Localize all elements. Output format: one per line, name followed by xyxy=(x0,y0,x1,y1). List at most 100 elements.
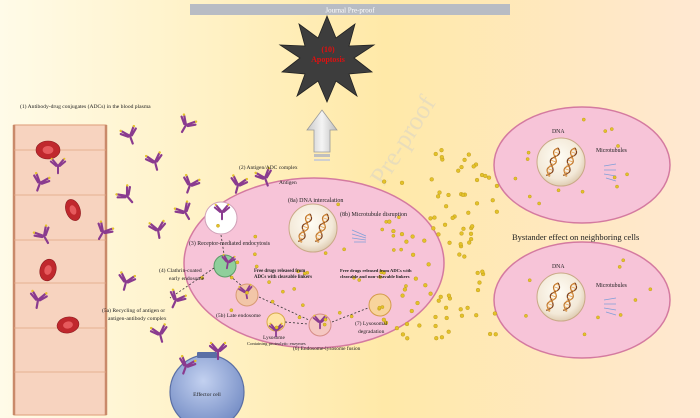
payload-dot xyxy=(342,247,346,252)
payload-dot xyxy=(400,332,406,337)
payload-dot xyxy=(468,231,474,236)
label-free-drugs-2-line2: cleavable and non-cleavable linkers xyxy=(340,274,410,279)
payload-dot xyxy=(462,254,467,259)
payload-dot xyxy=(486,175,492,180)
payload-dot xyxy=(433,314,438,320)
adc-antibody-icon xyxy=(32,224,50,245)
payload-dot xyxy=(391,228,396,234)
apoptosis-star-icon xyxy=(278,14,376,104)
adc-antibody-icon xyxy=(268,322,284,338)
payload-dot xyxy=(415,300,420,306)
payload-dot xyxy=(357,278,362,282)
payload-dot xyxy=(428,216,433,221)
dna-helix-icon xyxy=(545,282,561,312)
payload-dot xyxy=(633,298,638,302)
payload-dot xyxy=(436,298,441,303)
payload-dot xyxy=(459,313,465,318)
payload-dot xyxy=(493,332,498,337)
payload-dot xyxy=(616,144,620,148)
payload-dot xyxy=(609,127,614,131)
lysosomal-degradation-vesicle xyxy=(368,293,392,317)
payload-dot xyxy=(397,215,401,220)
payload-dot xyxy=(465,305,470,310)
payload-dot xyxy=(377,305,382,310)
adc-antibody-icon xyxy=(179,354,197,375)
payload-dot xyxy=(467,240,472,245)
payload-dot xyxy=(477,280,482,285)
payload-dot xyxy=(422,238,427,243)
payload-dot xyxy=(253,252,257,257)
payload-dot xyxy=(444,315,449,321)
label-bystander: Bystander effect on neighboring cells xyxy=(512,232,639,242)
payload-dot xyxy=(323,317,328,322)
blood-vessel xyxy=(12,124,108,416)
payload-dot xyxy=(621,258,626,263)
payload-dot xyxy=(399,247,403,252)
payload-dot xyxy=(391,233,396,238)
payload-dot xyxy=(474,201,480,206)
microtubule-cluster-bottom xyxy=(603,297,617,316)
payload-dot xyxy=(404,284,408,288)
payload-dot xyxy=(443,305,449,310)
adc-antibody-icon xyxy=(230,174,249,194)
label-step4-line1: (4) Clathrin-coated xyxy=(159,267,202,274)
payload-dot xyxy=(399,180,405,185)
label-step5a-line1: (5a) Recycling of antigen or xyxy=(102,307,165,314)
effector-receptor xyxy=(197,352,217,358)
payload-dot xyxy=(394,326,399,331)
adc-antibody-icon xyxy=(97,220,115,241)
payload-dot xyxy=(433,323,438,329)
label-free-drugs-2-line1: Free drugs released from ADCs with xyxy=(340,268,412,273)
payload-dot xyxy=(439,148,444,153)
red-blood-cell-center xyxy=(44,265,52,275)
payload-dot xyxy=(457,252,462,257)
payload-dot xyxy=(470,224,475,229)
dna-helix-icon xyxy=(562,282,578,312)
payload-dot xyxy=(439,335,445,340)
payload-dot xyxy=(352,276,356,280)
payload-dot xyxy=(216,223,220,228)
adc-antibody-icon xyxy=(169,288,187,309)
label-step2: (2) Antigen/ADC complex xyxy=(239,164,298,171)
label-microtubules-top: Microtubules xyxy=(596,148,628,154)
payload-dot xyxy=(432,215,437,220)
adc-antibody-icon xyxy=(119,124,137,145)
up-arrow-icon xyxy=(306,109,338,153)
payload-dot xyxy=(460,192,466,197)
endocytosis-vesicle xyxy=(204,201,238,235)
payload-dot xyxy=(428,291,433,296)
nucleus-neighbor-bottom xyxy=(536,272,586,322)
payload-dot xyxy=(458,307,463,312)
adc-antibody-icon xyxy=(149,323,168,343)
payload-dot xyxy=(483,173,488,179)
payload-dot xyxy=(461,226,466,231)
payload-dot xyxy=(292,287,297,291)
payload-dot xyxy=(524,314,528,318)
dna-helix-icon xyxy=(297,213,313,243)
payload-dot xyxy=(429,177,434,182)
payload-dot xyxy=(474,177,480,183)
payload-dot xyxy=(459,165,464,170)
payload-dot xyxy=(382,179,387,184)
payload-dot xyxy=(336,202,340,207)
dna-helix-icon xyxy=(545,147,561,177)
payload-dot xyxy=(392,248,396,252)
label-free-drugs-1-line1: Free drugs released from xyxy=(254,269,305,274)
payload-dot xyxy=(596,315,600,320)
payload-dot xyxy=(423,283,428,288)
payload-dot xyxy=(229,308,234,312)
payload-dot xyxy=(527,194,532,199)
payload-dot xyxy=(492,311,497,316)
label-microtubules-bottom: Microtubules xyxy=(596,283,628,289)
label-step1: (1) Antibody-drug conjugates (ADCs) in t… xyxy=(20,103,151,110)
label-step7-line2: degradation xyxy=(358,329,385,335)
payload-dot xyxy=(442,222,448,227)
payload-dot xyxy=(458,242,463,247)
payload-dot xyxy=(433,151,438,157)
payload-dot xyxy=(404,239,409,244)
payload-dot xyxy=(526,150,531,155)
payload-dot xyxy=(444,204,449,209)
payload-dot xyxy=(402,287,407,292)
adc-antibody-icon xyxy=(254,166,272,187)
